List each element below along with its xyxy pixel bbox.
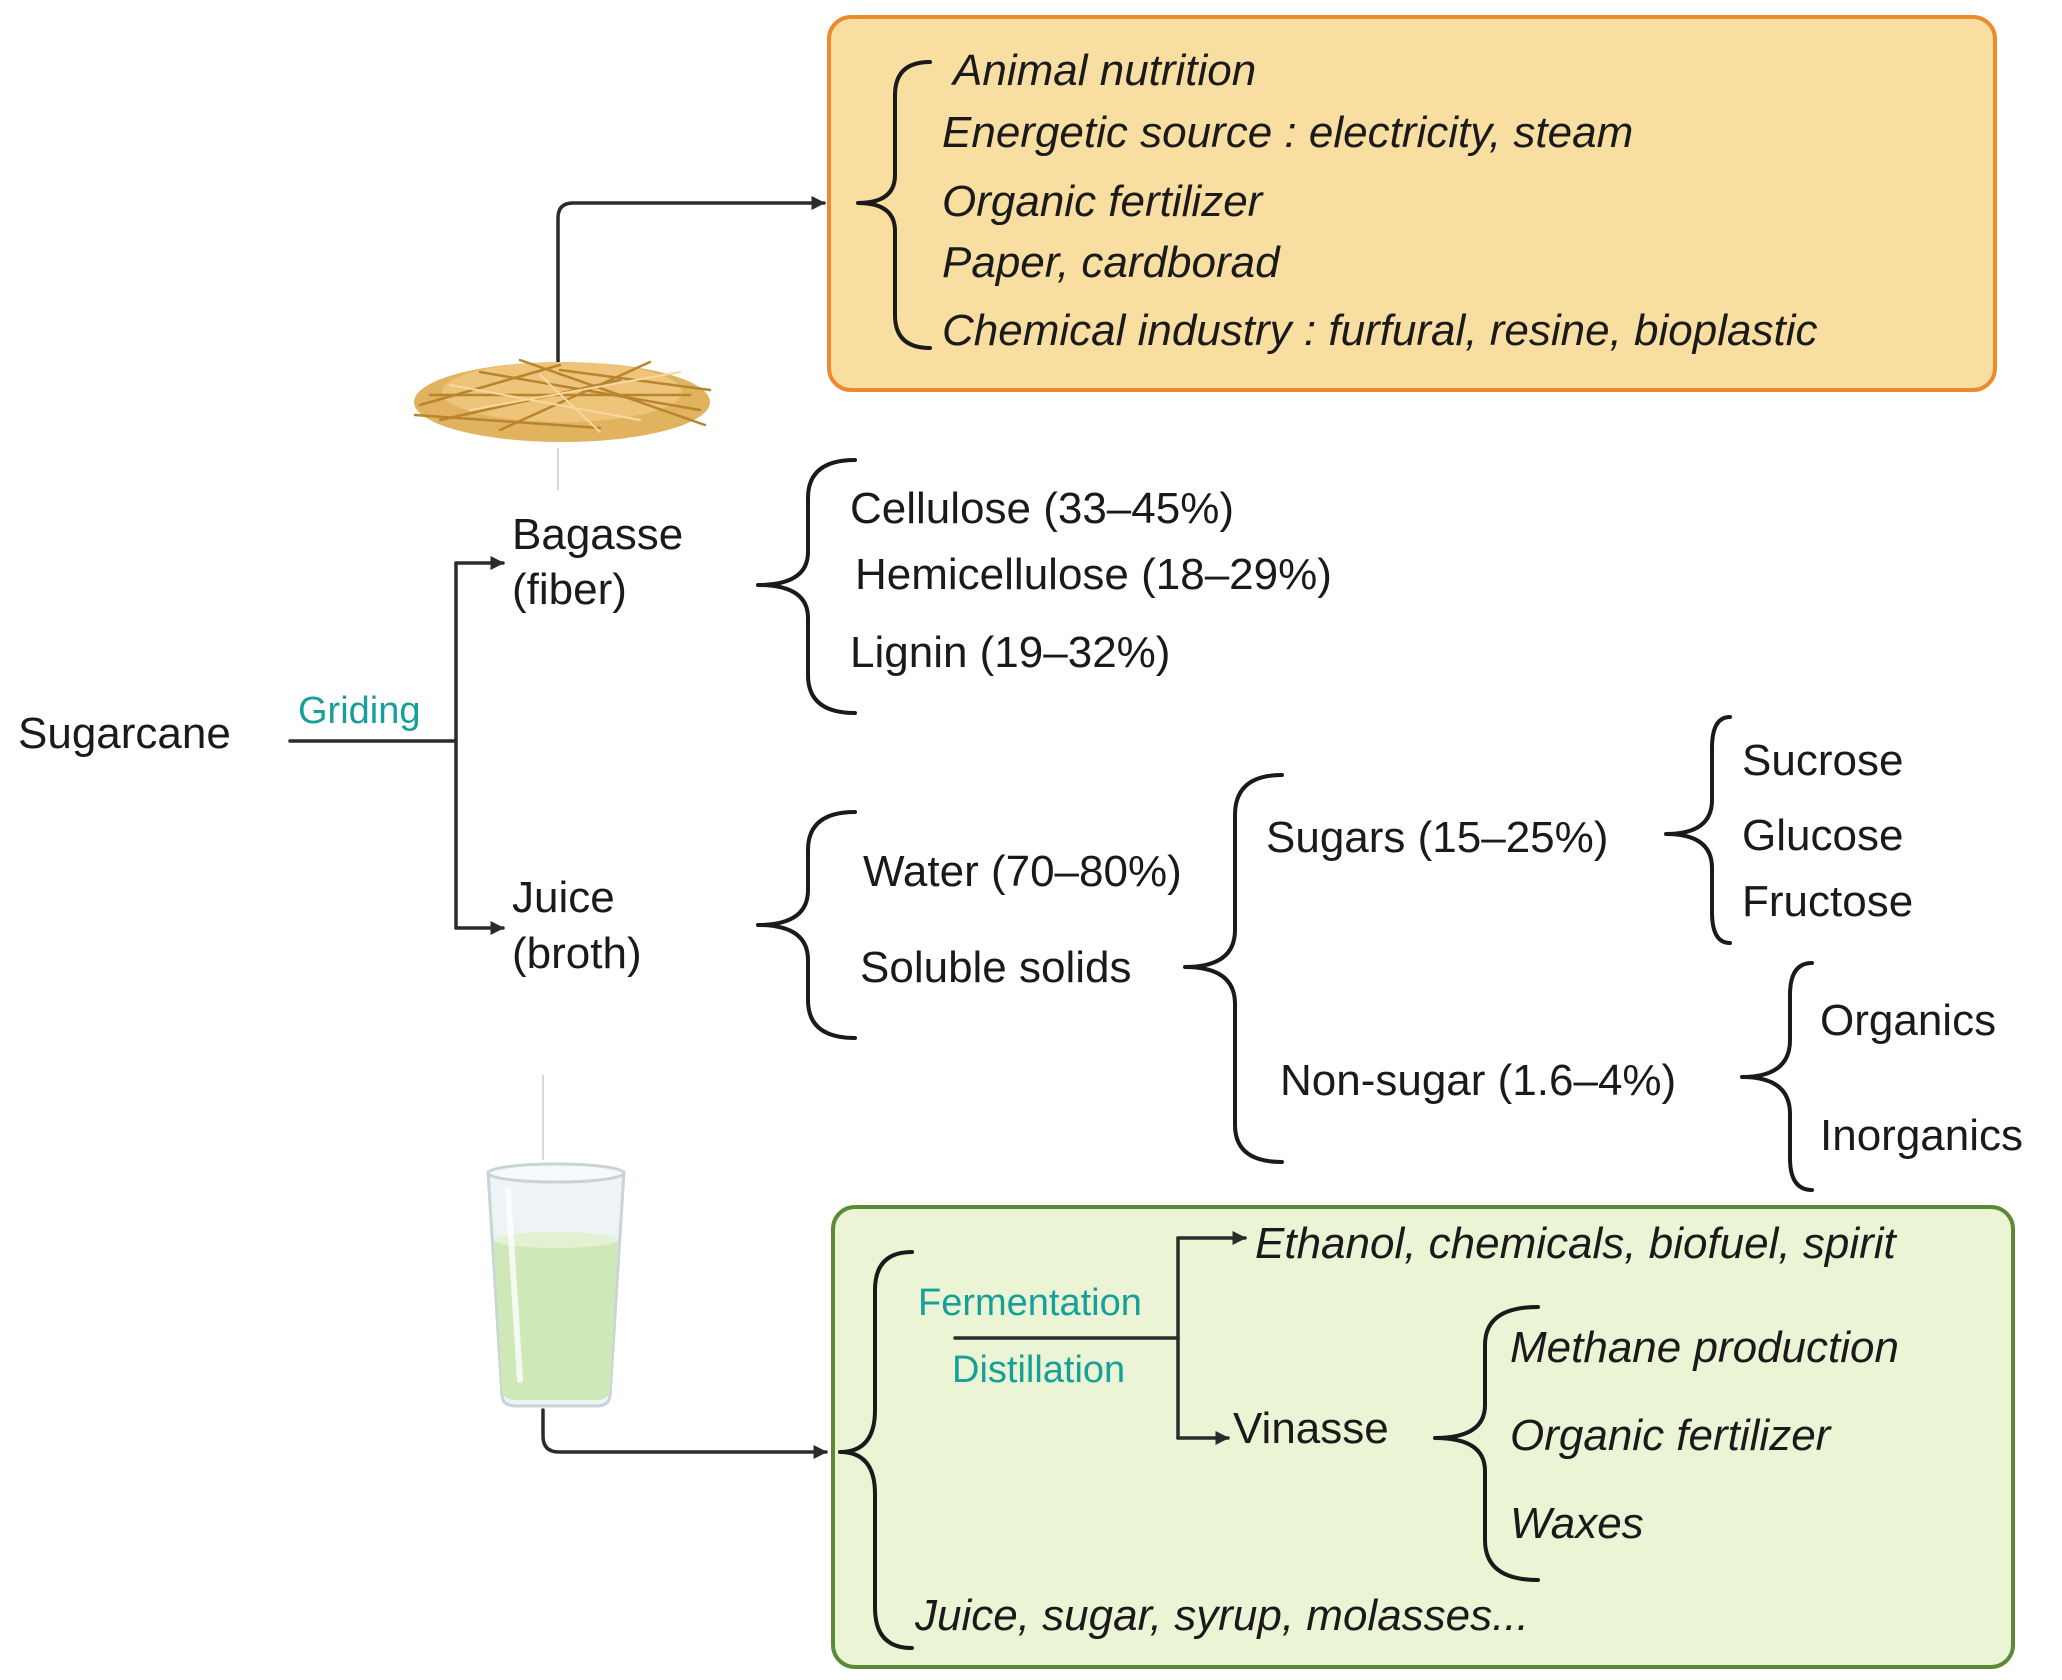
vinasse-label: Vinasse — [1233, 1404, 1389, 1453]
methane-production-label: Methane production — [1510, 1323, 1899, 1372]
hemicellulose-label: Hemicellulose (18–29%) — [855, 550, 1332, 599]
bagasse-use-chemical-industry: Chemical industry : furfural, resine, bi… — [942, 306, 1817, 355]
fructose-label: Fructose — [1742, 877, 1913, 926]
sugars-brace — [1664, 715, 1732, 945]
lignin-label: Lignin (19–32%) — [850, 628, 1170, 677]
vinasse-organic-fertilizer-label: Organic fertilizer — [1510, 1411, 1833, 1460]
bagasse-use-animal-nutrition: Animal nutrition — [950, 46, 1256, 95]
juice-processing-brace — [838, 1250, 914, 1650]
bagasse-composition-brace — [756, 458, 857, 715]
non-sugar-label: Non-sugar (1.6–4%) — [1280, 1056, 1676, 1105]
bagasse-fiber-label: (fiber) — [512, 565, 627, 614]
water-label: Water (70–80%) — [863, 847, 1182, 896]
waxes-label: Waxes — [1510, 1499, 1644, 1548]
bagasse-uses-brace — [856, 60, 932, 350]
distillation-step-label: Distillation — [952, 1349, 1125, 1391]
grinding-step-label: Griding — [298, 690, 421, 732]
cellulose-label: Cellulose (33–45%) — [850, 484, 1234, 533]
bagasse-use-organic-fertilizer: Organic fertilizer — [942, 177, 1265, 226]
bagasse-uses-box — [827, 15, 1997, 392]
soluble-solids-label: Soluble solids — [860, 943, 1132, 992]
vinasse-brace — [1433, 1305, 1540, 1582]
fermentation-step-label: Fermentation — [918, 1282, 1142, 1324]
sugars-label: Sugars (15–25%) — [1266, 813, 1608, 862]
bagasse-fiber-pile-icon — [413, 358, 712, 442]
juice-composition-brace — [756, 810, 857, 1040]
juice-glass-icon — [486, 1162, 626, 1408]
soluble-solids-brace — [1183, 773, 1284, 1164]
juice-to-processing-arrow — [541, 1408, 828, 1459]
ethanol-products-label: Ethanol, chemicals, biofuel, spirit — [1255, 1219, 1898, 1268]
organics-label: Organics — [1820, 996, 1996, 1045]
sucrose-label: Sucrose — [1742, 736, 1903, 785]
juice-other-products-label: Juice, sugar, syrup, molasses... — [914, 1591, 1529, 1640]
juice-broth-label: (broth) — [512, 929, 642, 978]
juice-processing-box — [831, 1205, 2015, 1669]
bagasse-use-energetic-source: Energetic source : electricity, steam — [942, 108, 1633, 157]
glucose-label: Glucose — [1742, 811, 1903, 860]
bagasse-label: Bagasse — [512, 510, 683, 559]
inorganics-label: Inorganics — [1820, 1111, 2023, 1160]
bagasse-use-paper: Paper, cardborad — [942, 238, 1281, 287]
sugarcane-label: Sugarcane — [18, 709, 231, 758]
juice-label: Juice — [512, 873, 615, 922]
bagasse-to-uses-arrow — [556, 196, 826, 374]
non-sugar-brace — [1740, 961, 1814, 1192]
